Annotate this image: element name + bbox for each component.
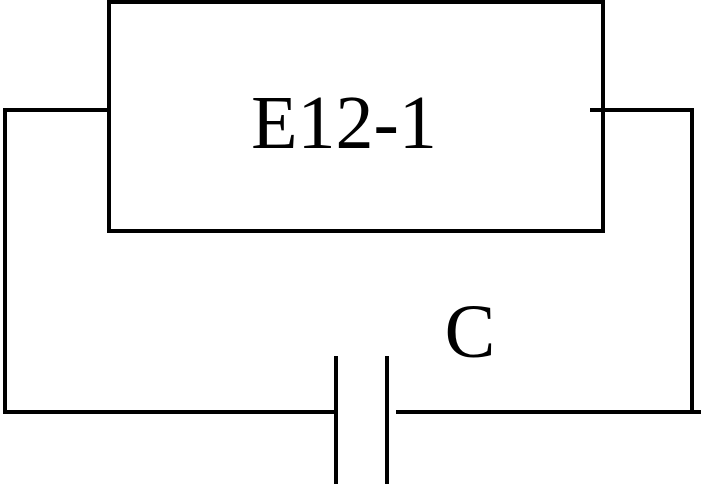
component-box (107, 0, 605, 233)
right-wire (590, 108, 694, 412)
capacitor-label: C (445, 290, 496, 374)
component-label: E12-1 (251, 81, 437, 165)
left-wire (3, 108, 336, 414)
